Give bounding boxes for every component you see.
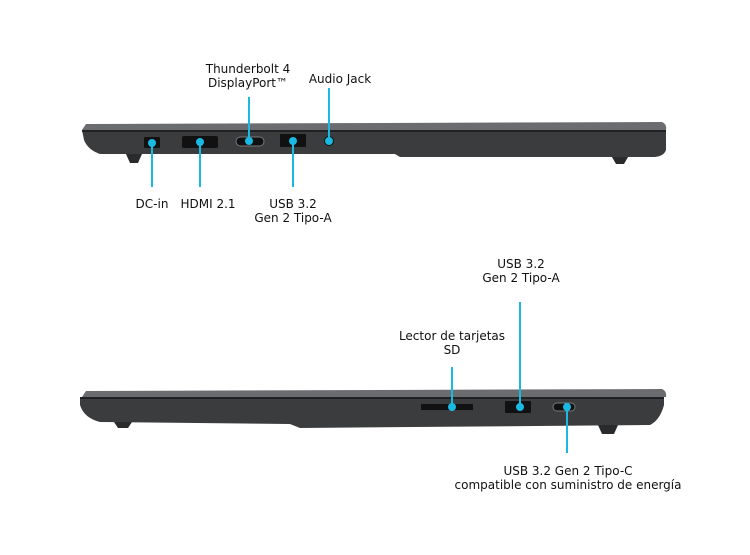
label-line: compatible con suministro de energía xyxy=(454,478,682,492)
label-line: Gen 2 Tipo-A xyxy=(482,271,560,285)
label-audio-jack: Audio Jack xyxy=(308,72,372,86)
foot xyxy=(598,425,618,434)
label-line: USB 3.2 Gen 2 Tipo-C xyxy=(503,464,633,478)
sd-card-slot xyxy=(421,404,473,410)
foot xyxy=(612,157,628,164)
label-line: Lector de tarjetas xyxy=(398,329,506,343)
label-line: Gen 2 Tipo-A xyxy=(254,211,332,225)
laptop-right-side xyxy=(80,389,667,434)
label-line: SD xyxy=(443,343,461,357)
label-usb-a-right: USB 3.2 Gen 2 Tipo-A xyxy=(482,257,559,285)
label-line: USB 3.2 xyxy=(269,197,317,211)
callouts xyxy=(148,88,571,453)
label-line: Thunderbolt 4 xyxy=(205,62,291,76)
label-hdmi: HDMI 2.1 xyxy=(180,197,236,211)
foot xyxy=(126,154,142,163)
label-sd-reader: Lector de tarjetas SD xyxy=(399,329,505,357)
label-dc-in: DC-in xyxy=(135,197,169,211)
label-usb-a-left: USB 3.2 Gen 2 Tipo-A xyxy=(254,197,331,225)
laptop-left-side xyxy=(82,122,667,164)
foot xyxy=(114,422,132,428)
label-usb-c: USB 3.2 Gen 2 Tipo-C compatible con sumi… xyxy=(455,464,682,492)
label-line: USB 3.2 xyxy=(497,257,545,271)
label-line: DisplayPort™ xyxy=(207,76,289,90)
label-thunderbolt: Thunderbolt 4 DisplayPort™ xyxy=(206,62,291,90)
